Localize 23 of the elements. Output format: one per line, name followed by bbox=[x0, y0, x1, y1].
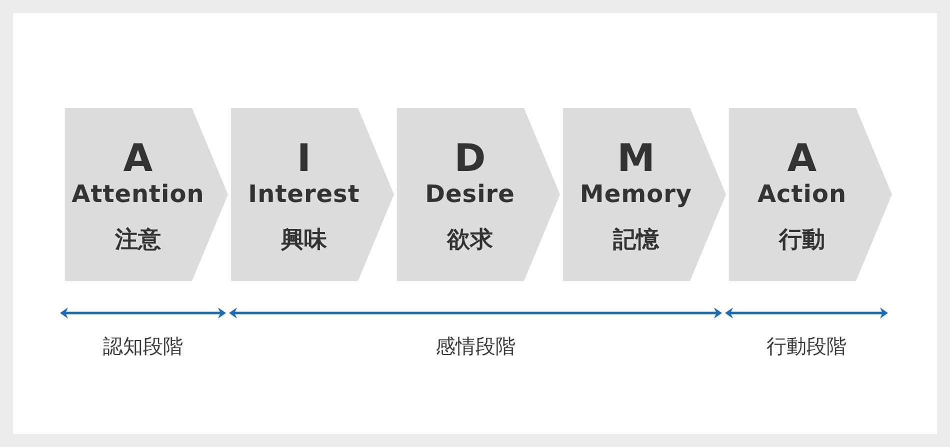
stage-term-japanese: 行動 bbox=[779, 229, 825, 252]
stage-term: Desire bbox=[425, 182, 515, 206]
stage-letter: M bbox=[617, 139, 655, 177]
phase-label: 行動段階 bbox=[766, 336, 846, 356]
phase-label: 感情段階 bbox=[436, 336, 516, 356]
chevron-shape bbox=[397, 108, 560, 281]
chevron-shape bbox=[231, 108, 394, 281]
phase-label: 認知段階 bbox=[103, 336, 183, 356]
chevron-shape bbox=[65, 108, 228, 281]
stage-letter: A bbox=[787, 139, 817, 177]
stage-term-japanese: 記憶 bbox=[613, 229, 659, 252]
stage-term: Interest bbox=[248, 182, 360, 206]
stage-term-japanese: 興味 bbox=[281, 229, 327, 252]
chevron-shape bbox=[729, 108, 892, 281]
stage-letter: D bbox=[454, 139, 486, 177]
stage-term: Attention bbox=[72, 182, 204, 206]
stage-term: Action bbox=[757, 182, 847, 206]
stage-letter: A bbox=[123, 139, 153, 177]
stage-term: Memory bbox=[580, 182, 692, 206]
stage-term-japanese: 注意 bbox=[115, 229, 161, 252]
chevron-shape bbox=[563, 108, 726, 281]
stage-letter: I bbox=[296, 139, 312, 177]
stage-term-japanese: 欲求 bbox=[447, 229, 493, 252]
